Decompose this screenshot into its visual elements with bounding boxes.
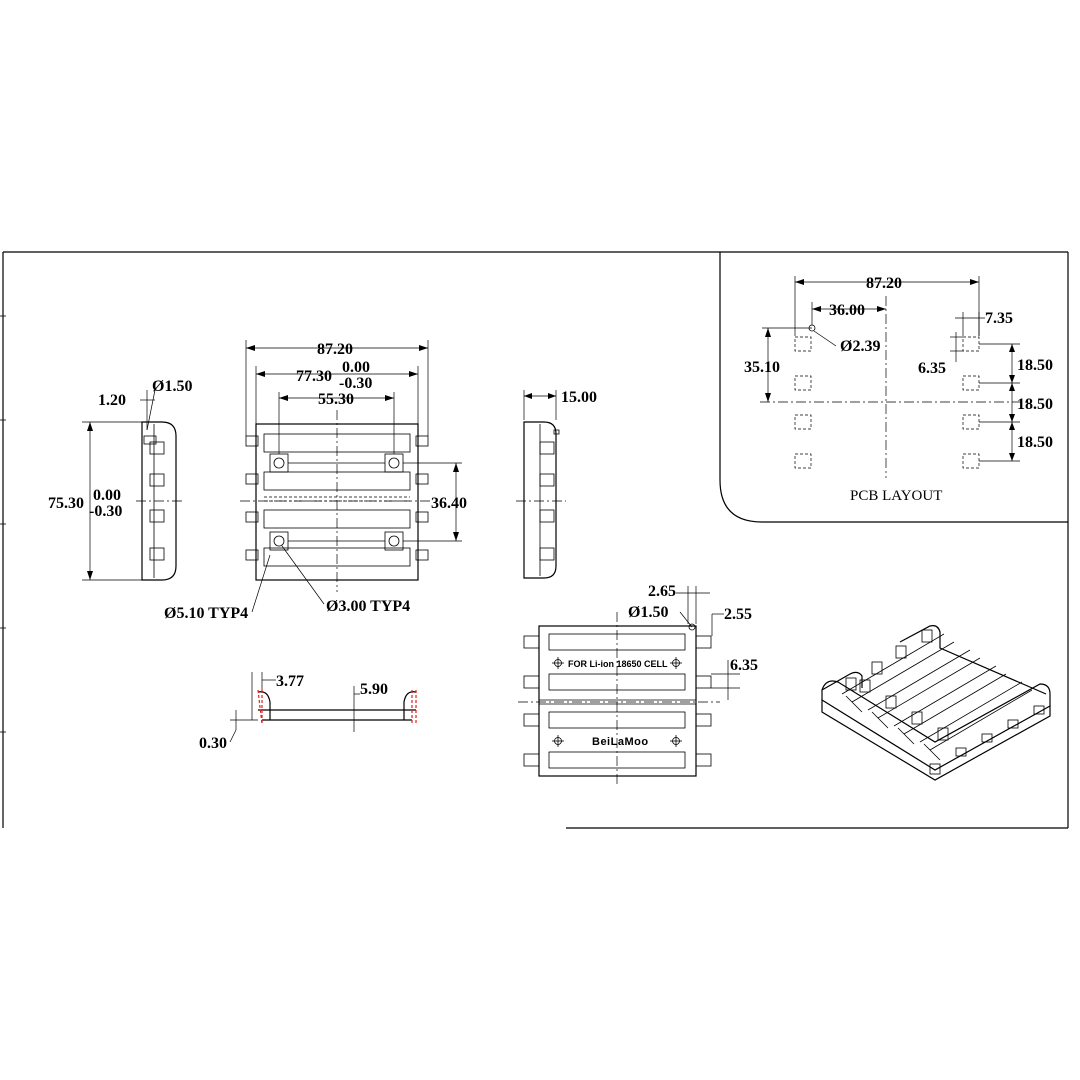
marking-cell-text: FOR Li-ion 18650 CELL [568, 659, 668, 669]
dim-tab-pitch-bottom: 6.35 [730, 657, 758, 674]
dim-inner-top: 77.30 [296, 368, 332, 385]
dim-hole-bottom: Ø1.50 [628, 604, 668, 621]
pcb-dim-pitch-1: 18.50 [1017, 357, 1053, 374]
dim-hole-pitch-top: 36.40 [431, 495, 467, 512]
marking-brand-text: BeiLaMoo [592, 736, 649, 748]
callout-small-hole: Ø3.00 TYP4 [326, 598, 410, 615]
tol-lower-left: -0.30 [89, 503, 122, 520]
dim-overall-top: 87.20 [317, 341, 353, 358]
callout-big-hole: Ø5.10 TYP4 [164, 605, 248, 622]
dim-height-left: 75.30 [48, 495, 84, 512]
pcb-dim-offset: 36.00 [829, 302, 865, 319]
pcb-dim-pad-width: 7.35 [985, 310, 1013, 327]
pcb-dim-pad-height: 6.35 [918, 360, 946, 377]
sheet-frame [0, 251, 1069, 829]
dim-hole-left: Ø1.50 [152, 378, 192, 395]
side-view-left [82, 389, 184, 581]
dim-tab-width-bottom: 2.55 [724, 606, 752, 623]
pcb-layout [760, 276, 1030, 478]
dim-wall-left: 1.20 [98, 392, 126, 409]
dim-section-c: 0.30 [199, 735, 227, 752]
dim-depth-right: 15.00 [561, 389, 597, 406]
pcb-dim-vertical: 35.10 [744, 359, 780, 376]
tol-upper-left: 0.00 [93, 487, 121, 504]
pcb-layout-title: PCB LAYOUT [850, 488, 942, 504]
dim-section-a: 3.77 [276, 673, 304, 690]
tol-lower-top: -0.30 [339, 375, 372, 392]
isometric-view [821, 625, 1051, 781]
tol-upper-top: 0.00 [342, 359, 370, 376]
pcb-dim-overall: 87.20 [866, 275, 902, 292]
side-view-right [516, 390, 566, 579]
dim-hole-span-top: 55.30 [318, 391, 354, 408]
section-view [229, 672, 417, 743]
dim-tab-bottom: 2.65 [648, 583, 676, 600]
pcb-dim-pitch-2: 18.50 [1017, 396, 1053, 413]
pcb-dim-hole: Ø2.39 [840, 338, 880, 355]
pcb-dim-pitch-3: 18.50 [1017, 434, 1053, 451]
top-view [240, 340, 462, 613]
bottom-view [518, 586, 740, 786]
dim-section-b: 5.90 [360, 681, 388, 698]
